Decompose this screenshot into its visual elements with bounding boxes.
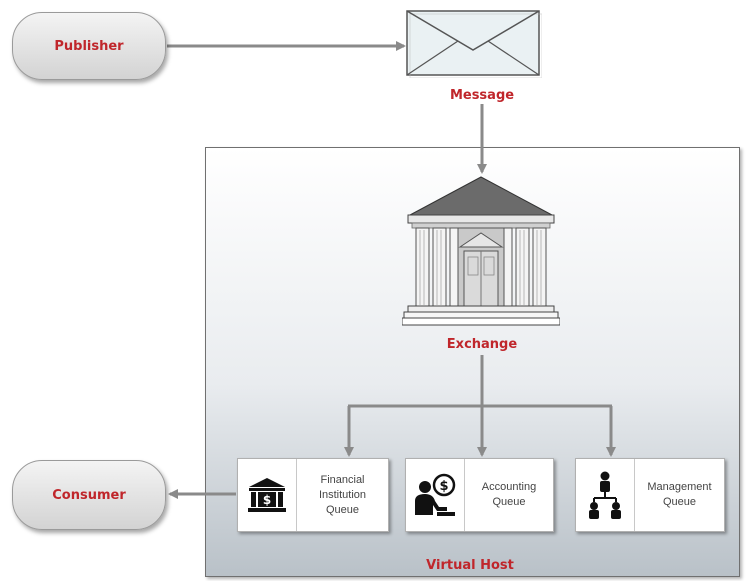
publisher-label: Publisher [54, 38, 124, 54]
accounting-queue-label: Accounting Queue [481, 481, 537, 508]
org-chart-icon [576, 459, 635, 531]
message-label: Message [449, 88, 515, 103]
bank-building-icon [401, 175, 561, 335]
accounting-queue: $ Accounting Queue [405, 458, 554, 532]
financial-institution-queue: $ Financial Institution Queue [237, 458, 389, 532]
consumer-label: Consumer [52, 487, 126, 503]
consumer-node: Consumer [12, 460, 166, 530]
management-queue: Management Queue [575, 458, 725, 532]
virtual-host-label: Virtual Host [426, 558, 514, 573]
bank-icon: $ [238, 459, 297, 531]
message-envelope-icon [406, 10, 543, 79]
svg-text:$: $ [439, 479, 448, 494]
financial-institution-queue-label: Financial Institution Queue [318, 473, 367, 516]
publisher-node: Publisher [12, 12, 166, 80]
management-queue-label: Management Queue [647, 481, 712, 508]
exchange-label: Exchange [446, 337, 518, 352]
svg-text:$: $ [263, 493, 271, 507]
accountant-icon: $ [406, 459, 465, 531]
